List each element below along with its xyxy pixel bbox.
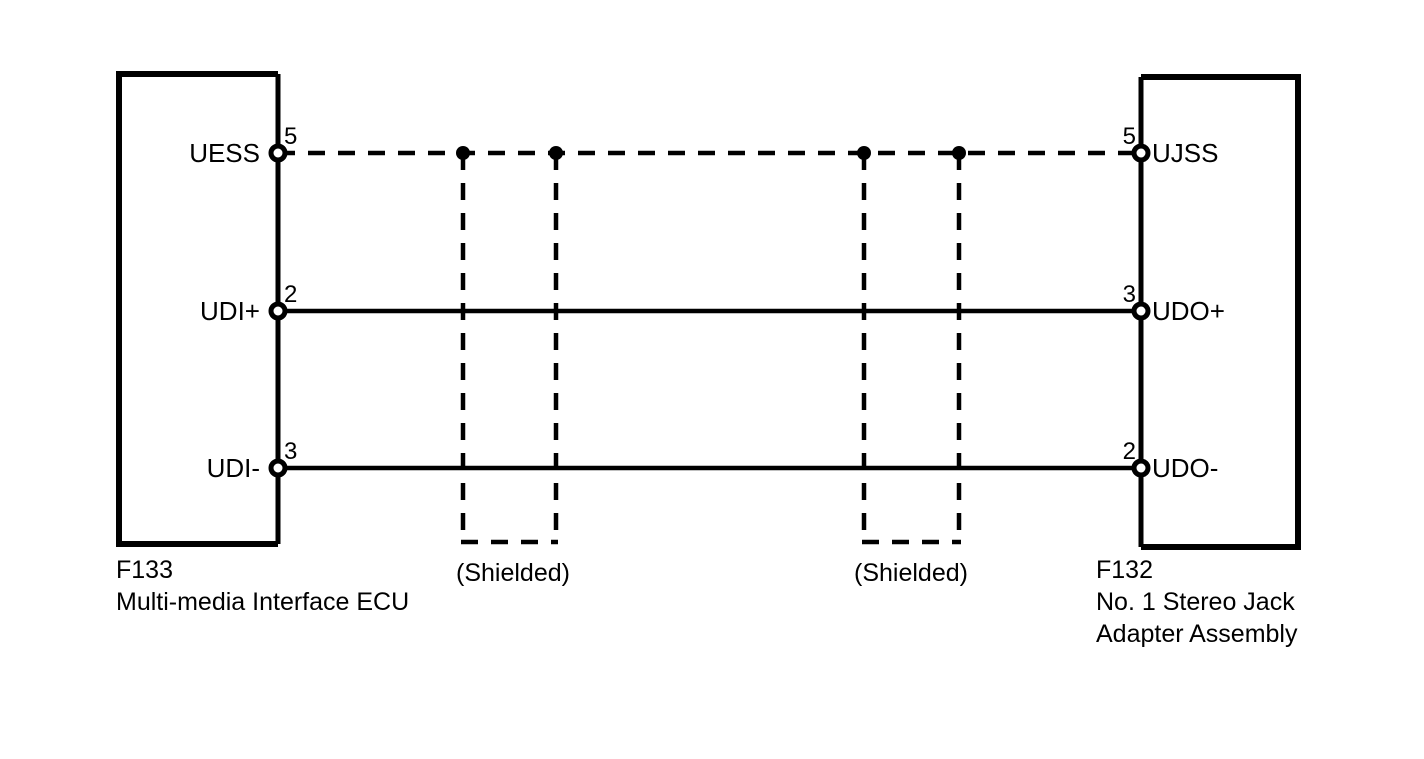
pin-number-f133-3: 3 [284,438,298,465]
pin-terminal-f132-2 [1131,458,1151,478]
pin-label-f133-udi-minus: UDI- [206,453,260,483]
pin-label-f132-ujss: UJSS [1152,138,1219,168]
connector-name-f133-line1: Multi-media Interface ECU [116,588,410,616]
junction-dot [456,146,470,160]
pin-label-f132-udo-plus: UDO+ [1152,296,1225,326]
pin-terminal-f133-5 [268,143,288,163]
shield-label-2: (Shielded) [854,559,968,587]
shield-enclosure-2 [861,153,962,545]
pin-number-f132-2: 2 [1122,438,1136,465]
connector-name-f132-line1: No. 1 Stereo Jack [1096,588,1295,616]
pin-number-f132-3: 3 [1122,281,1136,308]
pin-label-f132-udo-minus: UDO- [1152,453,1219,483]
connector-id-f132: F132 [1096,556,1153,584]
pin-terminal-f133-2 [268,301,288,321]
shield-label-1: (Shielded) [456,559,570,587]
pin-label-f133-uess: UESS [189,138,260,168]
connector-f132-outline [1141,74,1301,550]
pin-number-f132-5: 5 [1122,123,1136,150]
pin-terminal-f132-5 [1131,143,1151,163]
shield-enclosure-1 [460,153,559,545]
pin-terminal-f132-3 [1131,301,1151,321]
pin-number-f133-5: 5 [284,123,298,150]
connector-f133-outline [116,71,278,547]
junction-dot [857,146,871,160]
connector-id-f133: F133 [116,556,173,584]
pin-label-f133-udi-plus: UDI+ [200,296,260,326]
pin-number-f133-2: 2 [284,281,298,308]
connector-name-f132-line2: Adapter Assembly [1096,620,1298,648]
junction-dot [549,146,563,160]
junction-dot [952,146,966,160]
pin-terminal-f133-3 [268,458,288,478]
